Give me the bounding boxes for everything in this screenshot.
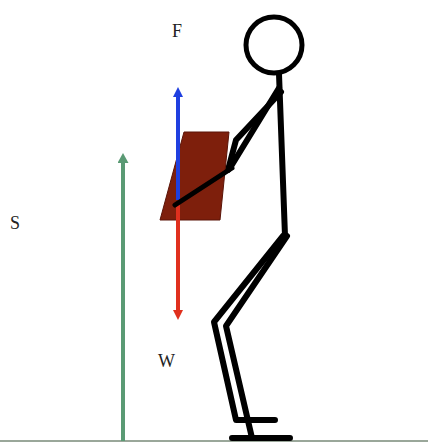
arm — [175, 168, 232, 205]
displacement-arrow — [121, 158, 125, 441]
force-arrow — [176, 92, 180, 200]
weight-label: W — [158, 352, 175, 370]
arm — [228, 92, 281, 170]
ground-line — [0, 440, 428, 442]
body — [279, 74, 285, 236]
stick-figure — [178, 17, 302, 438]
displacement-label: S — [10, 214, 20, 232]
leg — [226, 236, 290, 438]
force-label: F — [172, 22, 182, 40]
weight-arrow — [176, 202, 180, 315]
head — [246, 17, 302, 73]
